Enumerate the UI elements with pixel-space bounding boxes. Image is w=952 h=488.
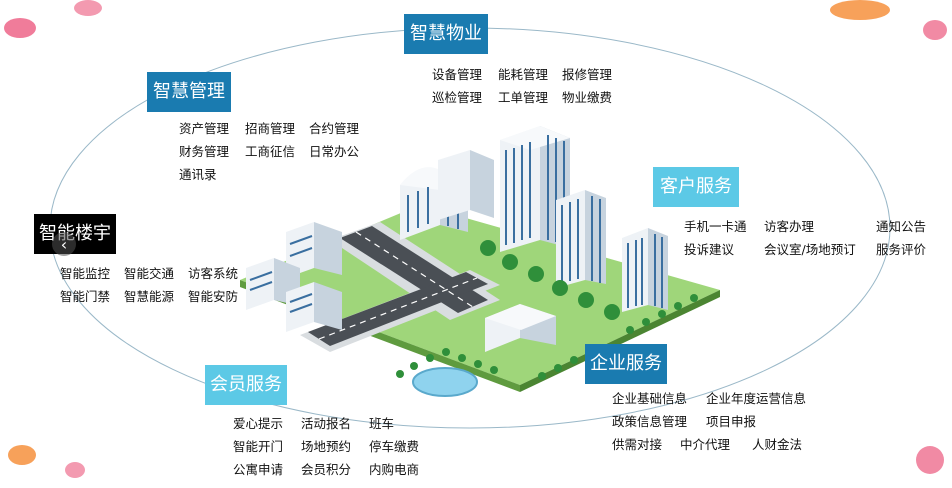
- item[interactable]: 招商管理: [245, 121, 296, 136]
- corner-decoration: [65, 462, 85, 478]
- item[interactable]: 智能监控: [60, 266, 111, 281]
- item[interactable]: 爱心提示: [233, 416, 284, 431]
- building: [286, 222, 314, 278]
- module-items-property: 设备管理能耗管理报修管理 巡检管理工单管理物业缴费: [432, 62, 612, 108]
- item[interactable]: 访客系统: [188, 266, 239, 281]
- item[interactable]: 智能安防: [188, 289, 239, 304]
- item[interactable]: 能耗管理: [498, 67, 549, 82]
- corner-decoration: [830, 0, 890, 20]
- building-windows: [505, 135, 565, 245]
- item[interactable]: 报修管理: [562, 67, 613, 82]
- building: [314, 282, 342, 330]
- item[interactable]: 访客办理: [764, 219, 815, 234]
- module-items-building: 智能监控智能交通访客系统 智能门禁智慧能源智能安防: [60, 261, 238, 307]
- building: [314, 222, 342, 275]
- building: [470, 150, 494, 218]
- item[interactable]: 智能交通: [124, 266, 175, 281]
- module-title-management[interactable]: 智慧管理: [147, 72, 231, 112]
- corner-decoration: [916, 446, 944, 474]
- road-marking: [355, 231, 474, 308]
- building: [500, 126, 570, 150]
- item[interactable]: 政策信息管理: [612, 414, 688, 429]
- item[interactable]: 设备管理: [432, 67, 483, 82]
- corner-decoration: [923, 20, 947, 40]
- item[interactable]: 班车: [369, 416, 395, 431]
- item[interactable]: 服务评价: [876, 242, 927, 257]
- corner-decoration: [74, 0, 102, 16]
- item[interactable]: 供需对接: [612, 437, 663, 452]
- item[interactable]: 智能门禁: [60, 289, 111, 304]
- corner-decoration: [8, 445, 36, 465]
- item[interactable]: 投诉建议: [684, 242, 735, 257]
- building: [286, 282, 314, 332]
- corner-decoration: [4, 18, 36, 38]
- item[interactable]: 会员积分: [301, 462, 352, 477]
- item[interactable]: 人财金法: [752, 437, 803, 452]
- item[interactable]: 项目申报: [706, 414, 757, 429]
- item[interactable]: 中介代理: [680, 437, 731, 452]
- item[interactable]: 财务管理: [179, 144, 230, 159]
- building: [585, 190, 606, 284]
- item[interactable]: 日常办公: [309, 144, 360, 159]
- building-windows: [627, 234, 663, 308]
- building: [246, 258, 274, 310]
- item[interactable]: 会议室/场地预订: [764, 242, 856, 257]
- module-title-customer[interactable]: 客户服务: [653, 167, 739, 207]
- module-title-member[interactable]: 会员服务: [205, 365, 287, 405]
- item[interactable]: 工商征信: [245, 144, 296, 159]
- module-title-enterprise[interactable]: 企业服务: [585, 344, 667, 384]
- item[interactable]: 内购电商: [369, 462, 420, 477]
- pond: [412, 367, 478, 397]
- item[interactable]: 通知公告: [876, 219, 927, 234]
- item[interactable]: 活动报名: [301, 416, 352, 431]
- item[interactable]: 企业基础信息: [612, 391, 688, 406]
- building-windows: [561, 196, 601, 283]
- building: [485, 304, 556, 330]
- item[interactable]: 停车缴费: [369, 439, 420, 454]
- item[interactable]: 智能开门: [233, 439, 284, 454]
- item[interactable]: 通讯录: [179, 167, 217, 182]
- item[interactable]: 资产管理: [179, 121, 230, 136]
- item[interactable]: 合约管理: [309, 121, 360, 136]
- module-items-customer: 手机一卡通 访客办理 通知公告 投诉建议 会议室/场地预订 服务评价: [684, 214, 926, 260]
- module-items-member: 爱心提示 活动报名 班车 智能开门 场地预约 停车缴费 公寓申请 会员积分 内购电商: [233, 411, 419, 480]
- module-items-management: 资产管理招商管理合约管理 财务管理工商征信日常办公 通讯录: [179, 116, 359, 185]
- item[interactable]: 场地预约: [301, 439, 352, 454]
- item[interactable]: 工单管理: [498, 90, 549, 105]
- module-items-enterprise: 企业基础信息 企业年度运营信息 政策信息管理 项目申报 供需对接 中介代理 人财金法: [612, 386, 806, 455]
- item[interactable]: 巡检管理: [432, 90, 483, 105]
- item[interactable]: 公寓申请: [233, 462, 284, 477]
- chevron-left-icon[interactable]: ‹: [52, 232, 76, 256]
- ground-edge: [520, 290, 720, 392]
- item[interactable]: 物业缴费: [562, 90, 613, 105]
- item[interactable]: 手机一卡通: [684, 219, 747, 234]
- item[interactable]: 企业年度运营信息: [706, 391, 807, 406]
- building: [438, 150, 470, 220]
- building-windows: [249, 235, 313, 313]
- module-title-property[interactable]: 智慧物业: [404, 14, 488, 54]
- trees: [396, 240, 698, 380]
- item[interactable]: 智慧能源: [124, 289, 175, 304]
- building: [648, 228, 668, 310]
